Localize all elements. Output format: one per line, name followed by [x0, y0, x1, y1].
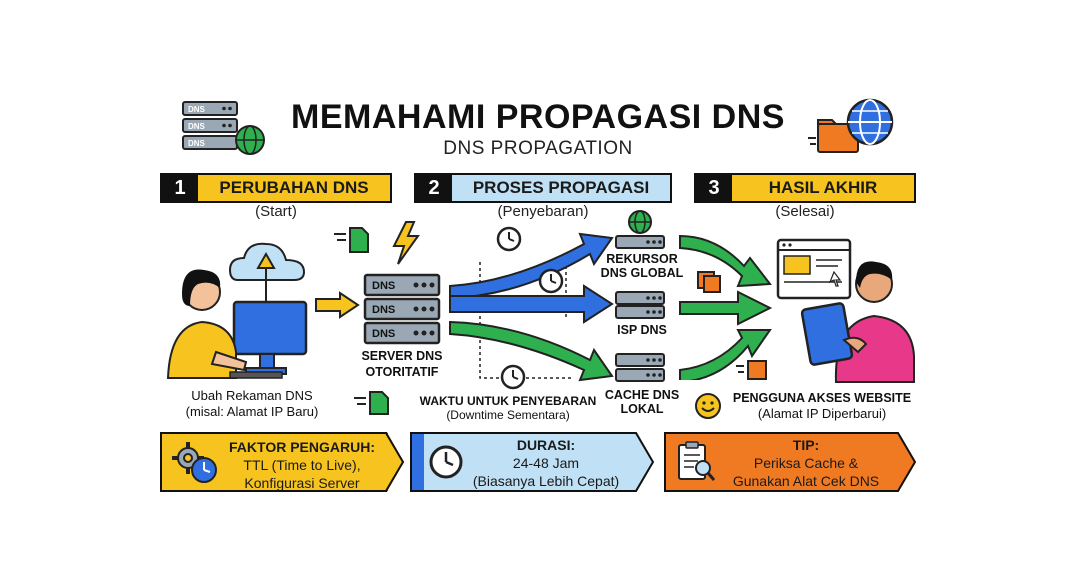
server-label: DNS [372, 280, 395, 292]
server-label: DNS [372, 328, 395, 340]
green-arrows-to-user [679, 234, 773, 380]
server-label: DNS [372, 304, 395, 316]
orange-document-icon [697, 271, 721, 293]
stage-label: PERUBAHAN DNS [198, 175, 390, 201]
icon-server-label: DNS [188, 139, 206, 148]
lightning-icon [392, 221, 420, 265]
clock-icon [496, 226, 522, 252]
stage-1-header: 1 PERUBAHAN DNS [160, 173, 392, 203]
stage-3-header: 3 HASIL AKHIR [694, 173, 916, 203]
stage-3-sub: (Selesai) [775, 203, 835, 220]
user-caption: PENGGUNA AKSES WEBSITE (Alamat IP Diperb… [732, 391, 912, 421]
clipboard-magnifier-icon [678, 441, 716, 481]
stage-number: 3 [696, 175, 732, 201]
stage-label: PROSES PROPAGASI [452, 175, 670, 201]
isp-server-icon [615, 291, 665, 319]
duration-box: DURASI: 24-48 Jam (Biasanya Lebih Cepat) [410, 432, 654, 492]
duration-accent [410, 432, 424, 492]
page-title: MEMAHAMI PROPAGASI DNS [291, 98, 785, 136]
icon-server-label: DNS [188, 122, 206, 131]
globe-folder-icon [808, 98, 894, 153]
stage-number: 2 [416, 175, 452, 201]
cache-caption: CACHE DNS LOKAL [604, 388, 680, 416]
factors-box-outline [160, 432, 404, 492]
stage-number: 1 [162, 175, 198, 201]
orange-document-icon [736, 360, 767, 380]
tip-box: TIP: Periksa Cache & Gunakan Alat Cek DN… [664, 432, 916, 492]
isp-caption: ISP DNS [617, 323, 667, 337]
icon-server-label: DNS [188, 105, 206, 114]
smiley-icon [695, 393, 721, 419]
person-tablet-illustration [776, 238, 915, 383]
stage-1-sub: (Start) [255, 203, 297, 220]
recursor-caption: REKURSOR DNS GLOBAL [600, 252, 684, 280]
factors-text: FAKTOR PENGARUH: TTL (Time to Live), Kon… [229, 439, 375, 491]
green-document-icon [334, 227, 369, 253]
recursor-server-icon [615, 210, 665, 249]
page-subtitle: DNS PROPAGATION [443, 138, 633, 159]
server-stack-icon: DNS DNS DNS [182, 101, 265, 155]
gear-clock-icon [172, 442, 217, 483]
person-computer-illustration [166, 242, 308, 379]
tip-text: TIP: Periksa Cache & Gunakan Alat Cek DN… [732, 437, 880, 489]
green-document-icon [354, 391, 389, 415]
change-caption: Ubah Rekaman DNS (misal: Alamat IP Baru) [185, 388, 319, 419]
clock-icon [429, 445, 463, 479]
tip-box-outline [664, 432, 916, 492]
auth-server-caption: SERVER DNS OTORITATIF [361, 349, 443, 379]
authoritative-dns-server: DNS DNS DNS [363, 273, 441, 345]
clock-icon [538, 268, 564, 294]
stage-2-sub: (Penyebaran) [497, 203, 589, 220]
duration-box-outline [410, 432, 654, 492]
wait-caption: WAKTU UNTUK PENYEBARAN (Downtime Sementa… [419, 394, 597, 422]
cache-server-icon [615, 353, 665, 382]
stage-label: HASIL AKHIR [732, 175, 914, 201]
propagation-arrows [449, 232, 614, 382]
stage-2-header: 2 PROSES PROPAGASI [414, 173, 672, 203]
duration-text: DURASI: 24-48 Jam (Biasanya Lebih Cepat) [472, 437, 620, 489]
clock-icon [500, 364, 526, 390]
yellow-arrow-icon [315, 291, 360, 319]
